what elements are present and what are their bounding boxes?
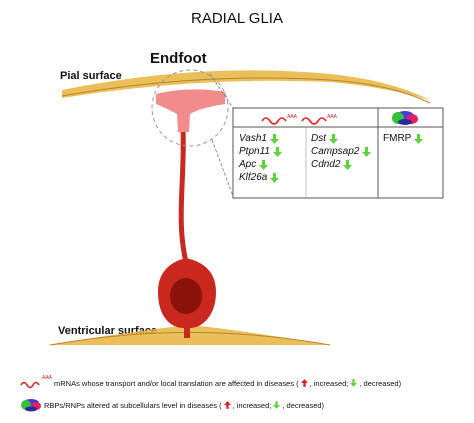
mrna-polya-tail-2: AAA [327, 114, 338, 120]
connector-line-top [209, 73, 234, 109]
legend-rbp-text-3: , decreased) [282, 400, 325, 410]
arrow-down-icon [329, 133, 338, 144]
mrna-squiggle-icon [301, 117, 327, 125]
arrow-down-icon [414, 133, 424, 144]
cell-nucleus [170, 278, 202, 314]
mrna-item: Apc [239, 158, 282, 171]
legend-rbp-text-2: , increased; [232, 400, 272, 410]
arrow-down-icon [269, 133, 279, 144]
connector-line-bottom [211, 139, 234, 197]
mrna-item: Dst [311, 132, 371, 145]
mrna-list-column-1: Vash1 Ptpn11 Apc Klf26a [239, 132, 282, 184]
mrna-item: Klf26a [239, 171, 282, 184]
arrow-down-icon [350, 379, 358, 387]
mrna-polya-tail-1: AAA [287, 114, 298, 120]
mrna-squiggle-icon [261, 117, 287, 125]
legend-mrna-text-2: , increased; [309, 378, 349, 388]
mrna-item: Cdnd2 [311, 158, 371, 171]
pial-surface-membrane [62, 70, 430, 100]
radial-fiber [178, 125, 189, 265]
rbp-list-column: FMRP [383, 132, 424, 145]
legend-mrna-text-1: mRNAs whose transport and/or local trans… [54, 378, 299, 388]
arrow-up-icon [223, 401, 231, 409]
endfoot-highlight-circle [151, 69, 229, 147]
arrow-down-icon [272, 146, 282, 157]
legend-mrna: AAA mRNAs whose transport and/or local t… [20, 375, 402, 389]
mrna-item: Ptpn11 [239, 145, 282, 158]
rnp-complex-icon [392, 111, 418, 125]
arrow-down-icon [273, 401, 281, 409]
arrow-down-icon [259, 159, 269, 170]
mrna-item: Vash1 [239, 132, 282, 145]
legend-rbp-text-1: RBPs/RNPs altered at subcellulars level … [44, 400, 222, 410]
legend-rbp: RBPs/RNPs altered at subcellulars level … [20, 398, 324, 412]
rnp-complex-icon [21, 399, 41, 412]
diagram-title: RADIAL GLIA [191, 10, 283, 27]
legend-polya-tail: AAA [42, 375, 53, 381]
arrow-down-icon [362, 146, 372, 157]
arrow-up-icon [300, 379, 308, 387]
arrow-down-icon [270, 172, 280, 183]
endfoot-shape [156, 89, 225, 132]
mrna-list-column-2: Dst Campsap2 Cdnd2 [311, 132, 372, 171]
mrna-squiggle-icon [20, 381, 40, 389]
pial-surface-label: Pial surface [60, 70, 122, 82]
pial-surface-line [61, 77, 431, 104]
rbp-item: FMRP [383, 132, 424, 145]
arrow-down-icon [343, 159, 353, 170]
endfoot-label: Endfoot [150, 50, 207, 67]
legend-mrna-text-3: , decreased) [359, 378, 402, 388]
mrna-item: Campsap2 [311, 145, 372, 158]
